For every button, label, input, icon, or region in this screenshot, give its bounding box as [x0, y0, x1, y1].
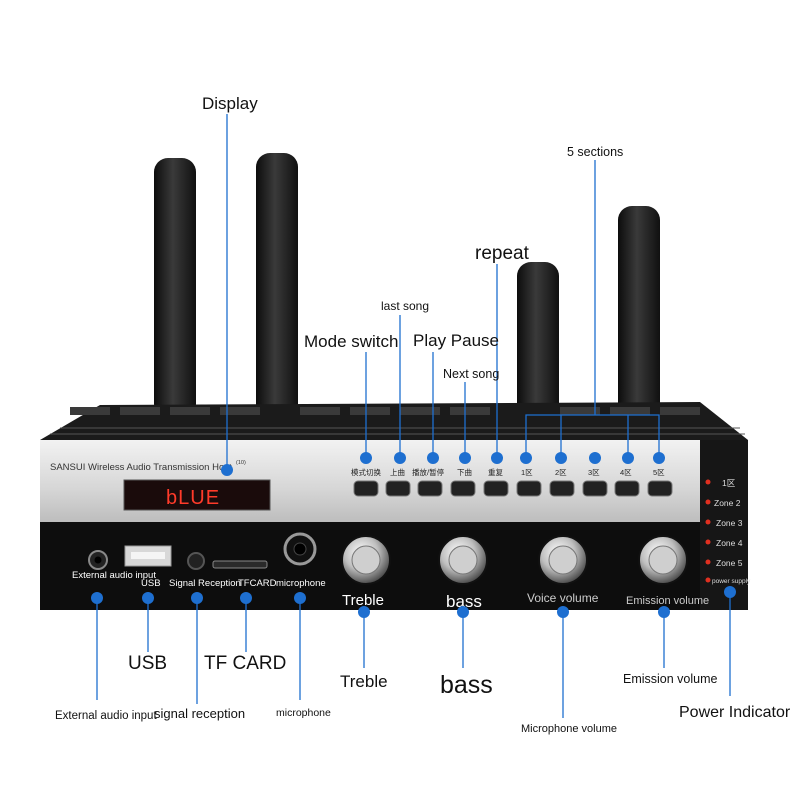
callout-mode-switch: Mode switch: [304, 332, 398, 351]
port-label-signal: Signal Reception: [169, 578, 241, 589]
zone5-button[interactable]: [647, 480, 673, 497]
ports: [88, 532, 317, 570]
callout-signal-reception: signal reception: [154, 706, 245, 721]
led-label-zone1: 1区: [722, 478, 736, 488]
antennas: [154, 153, 660, 422]
mode-switch-button[interactable]: [353, 480, 379, 497]
led-label-zone2: Zone 2: [714, 498, 741, 508]
zone2-button[interactable]: [549, 480, 575, 497]
callout-labels: Display 5 sections repeat last song Mode…: [55, 94, 791, 735]
callout-display: Display: [202, 94, 258, 113]
button-label-play: 播放/暂停: [412, 467, 445, 477]
callout-microphone: microphone: [276, 707, 331, 719]
button-labels: 模式切换 上曲 播放/暂停 下曲 重复 1区 2区 3区 4区 5区: [351, 467, 665, 477]
button-label-zone3: 3区: [588, 468, 600, 477]
button-label-prev: 上曲: [390, 467, 405, 477]
button-label-zone4: 4区: [620, 468, 632, 477]
button-label-zone2: 2区: [555, 468, 567, 477]
led-zone1: [705, 479, 711, 485]
callout-dots: [91, 452, 736, 618]
button-label-zone5: 5区: [653, 468, 665, 477]
repeat-button[interactable]: [483, 480, 509, 497]
callout-microphone-volume: Microphone volume: [521, 723, 617, 735]
led-label-power: power supply: [712, 578, 751, 585]
callout-repeat: repeat: [475, 243, 530, 264]
signal-reception-jack: [187, 552, 205, 570]
callout-next-song: Next song: [443, 367, 499, 381]
brand-text: SANSUI Wireless Audio Transmission Host: [50, 462, 232, 473]
led-zone2: [705, 499, 711, 505]
led-power: [705, 577, 711, 583]
led-label-zone5: Zone 5: [716, 558, 743, 568]
callout-external-audio-input: External audio input: [55, 710, 157, 722]
knob-label-emission: Emission volume: [626, 595, 709, 607]
port-label-mic: microphone: [276, 578, 326, 589]
led-label-zone3: Zone 3: [716, 518, 743, 528]
led-zone3: [705, 519, 711, 525]
led-display: [123, 479, 271, 511]
antenna-1: [154, 158, 196, 418]
zone3-button[interactable]: [582, 480, 608, 497]
knob-label-voice: Voice volume: [527, 591, 599, 605]
callout-treble: Treble: [340, 672, 388, 691]
callout-lines: [96, 114, 731, 718]
tf-card-slot: [212, 560, 268, 569]
knob-labels: Treble bass Voice volume Emission volume: [342, 591, 709, 611]
knob-label-bass: bass: [446, 592, 482, 611]
knobs[interactable]: [341, 535, 688, 585]
zone-leds: 1区 Zone 2 Zone 3 Zone 4 Zone 5 power sup…: [705, 478, 751, 585]
antenna-3: [517, 262, 559, 422]
led-label-zone4: Zone 4: [716, 538, 743, 548]
callout-last-song: last song: [381, 299, 429, 313]
port-label-tfcard: TFCARD: [238, 578, 277, 589]
port-label-usb: USB: [141, 578, 161, 589]
front-buttons[interactable]: [353, 480, 673, 497]
antenna-2: [256, 153, 298, 418]
last-song-button[interactable]: [385, 480, 411, 497]
heatsink: [40, 402, 748, 440]
button-label-mode: 模式切换: [351, 467, 381, 477]
port-labels: External audio input USB Signal Receptio…: [72, 570, 326, 589]
callout-bass: bass: [440, 671, 493, 699]
display-text: bLUE: [166, 487, 220, 509]
led-zone4: [705, 539, 711, 545]
knob-label-treble: Treble: [342, 592, 384, 609]
port-label-ext-audio: External audio input: [72, 570, 156, 581]
callout-play-pause: Play Pause: [413, 331, 499, 350]
button-label-next: 下曲: [457, 467, 472, 477]
callout-five-sections: 5 sections: [567, 145, 623, 159]
led-zone5: [705, 559, 711, 565]
zone4-button[interactable]: [614, 480, 640, 497]
callout-power-indicator: Power Indicator: [679, 704, 791, 721]
antenna-4: [618, 206, 660, 422]
play-pause-button[interactable]: [417, 480, 443, 497]
next-song-button[interactable]: [450, 480, 476, 497]
callout-usb: USB: [128, 653, 167, 674]
callout-emission-volume: Emission volume: [623, 672, 718, 686]
button-label-zone1: 1区: [521, 468, 533, 477]
callout-tf-card: TF CARD: [204, 653, 286, 674]
zone1-button[interactable]: [516, 480, 542, 497]
model-suffix: (10): [236, 460, 246, 466]
button-label-repeat: 重复: [488, 467, 503, 477]
